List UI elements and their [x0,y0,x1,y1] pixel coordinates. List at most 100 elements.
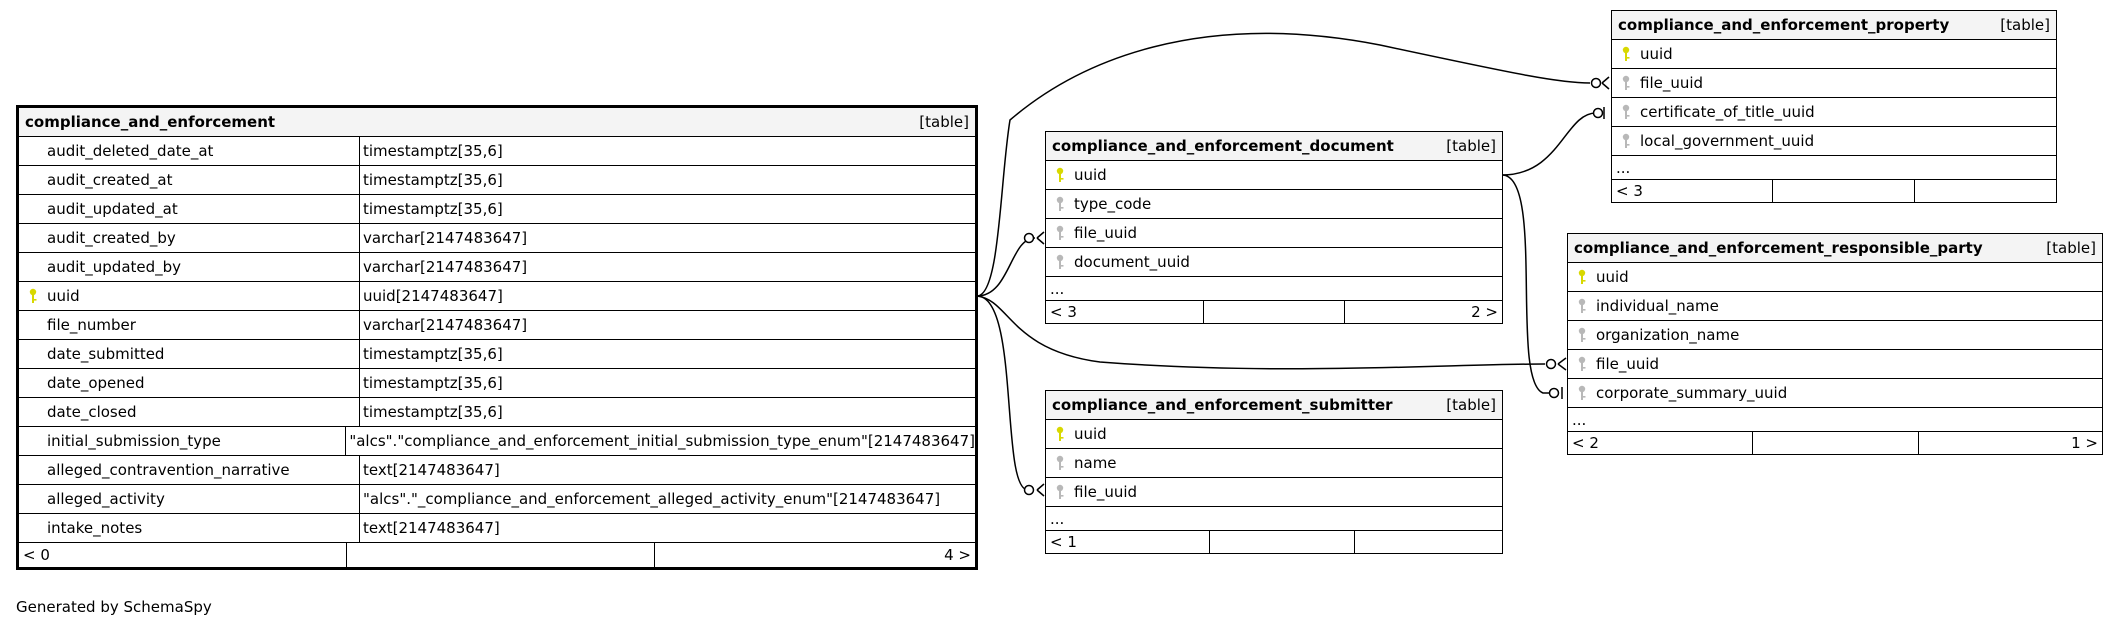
column-name-text: date_closed [47,403,137,421]
table-name: compliance_and_enforcement [25,113,276,131]
column-type: timestamptz[35,6] [359,137,975,165]
column-name-text: uuid [1596,268,1629,286]
table-row[interactable]: alleged_activity "alcs"."_compliance_and_… [19,485,975,514]
column-name-text: date_opened [47,374,145,392]
foreign-key-icon [1056,196,1064,211]
table-compliance-and-enforcement-document[interactable]: compliance_and_enforcement_document [tab… [1045,131,1503,324]
primary-key-icon [1056,167,1064,182]
table-row[interactable]: name [1046,449,1502,478]
footer-parents: < 0 [23,546,50,564]
crow-foot [1601,76,1610,84]
column-name: file_uuid [1568,350,2102,378]
column-name: uuid [19,282,359,310]
column-name-text: corporate_summary_uuid [1596,384,1788,402]
column-name-text: uuid [1074,425,1107,443]
table-row[interactable]: uuid [1612,40,2056,69]
table-row[interactable]: file_uuid [1046,478,1502,507]
table-row[interactable]: individual_name [1568,292,2102,321]
table-row[interactable]: organization_name [1568,321,2102,350]
table-row[interactable]: corporate_summary_uuid [1568,379,2102,408]
footer-middle [1203,301,1344,323]
column-name: certificate_of_title_uuid [1612,98,2056,126]
column-name-text: file_uuid [1596,355,1660,373]
table-row[interactable]: local_government_uuid [1612,127,2056,156]
column-name-text: alleged_activity [47,490,165,508]
column-name: intake_notes [19,514,359,542]
column-name: type_code [1046,190,1502,218]
foreign-key-icon [1056,455,1064,470]
table-header: compliance_and_enforcement_submitter [ta… [1046,391,1502,420]
foreign-key-icon [1578,327,1586,342]
column-type: varchar[2147483647] [359,224,975,252]
foreign-key-icon [1622,104,1630,119]
column-name-text: file_number [47,316,136,334]
table-header: compliance_and_enforcement_document [tab… [1046,132,1502,161]
column-name: uuid [1612,40,2056,68]
table-row[interactable]: uuid [1046,161,1502,190]
table-row[interactable]: file_uuid [1612,69,2056,98]
table-name: compliance_and_enforcement_document [1052,137,1394,155]
optional-circle [1023,232,1035,244]
table-row[interactable]: file_uuid [1046,219,1502,248]
table-name: compliance_and_enforcement_property [1618,16,1950,34]
table-compliance-and-enforcement[interactable]: compliance_and_enforcement [table] audit… [16,105,978,570]
footer-children: 4 > [654,543,975,567]
column-name: alleged_activity [19,485,359,513]
generated-by-label: Generated by SchemaSpy [16,598,212,616]
table-row[interactable]: date_closed timestamptz[35,6] [19,398,975,427]
column-name-text: individual_name [1596,297,1719,315]
column-name: uuid [1568,263,2102,291]
column-name: name [1046,449,1502,477]
optional-circle [1023,484,1035,496]
table-row[interactable]: uuid [1568,263,2102,292]
column-type: "alcs"."_compliance_and_enforcement_alle… [359,485,975,513]
column-name-text: audit_updated_at [47,200,178,218]
table-row[interactable]: initial_submission_type"alcs"."complianc… [19,427,975,456]
table-row[interactable]: file_number varchar[2147483647] [19,311,975,340]
table-compliance-and-enforcement-responsible-party[interactable]: compliance_and_enforcement_responsible_p… [1567,233,2103,455]
foreign-key-icon [1056,484,1064,499]
foreign-key-icon [1578,298,1586,313]
table-row[interactable]: document_uuid [1046,248,1502,277]
crow-foot [1036,237,1045,245]
table-row[interactable]: certificate_of_title_uuid [1612,98,2056,127]
column-name: individual_name [1568,292,2102,320]
optional-circle [1545,358,1557,370]
table-compliance-and-enforcement-submitter[interactable]: compliance_and_enforcement_submitter [ta… [1045,390,1503,554]
relation-line-submitter-file [976,295,1029,491]
column-name-text: uuid [47,287,80,305]
more-columns: ... [1046,277,1502,301]
table-row[interactable]: audit_updated_by varchar[2147483647] [19,253,975,282]
table-row[interactable]: file_uuid [1568,350,2102,379]
column-name: file_uuid [1612,69,2056,97]
table-row[interactable]: uuid [1046,420,1502,449]
footer-children [1354,531,1502,553]
table-kind: [table] [2000,16,2050,34]
column-type: varchar[2147483647] [359,311,975,339]
column-name: file_number [19,311,359,339]
table-row[interactable]: type_code [1046,190,1502,219]
column-name: audit_deleted_date_at [19,137,359,165]
table-compliance-and-enforcement-property[interactable]: compliance_and_enforcement_property [tab… [1611,10,2057,203]
relation-line-document-file [976,237,1036,297]
column-type: timestamptz[35,6] [359,398,975,426]
column-name-text: audit_updated_by [47,258,182,276]
primary-key-icon [29,288,37,303]
footer-middle [1209,531,1354,553]
column-name-text: organization_name [1596,326,1740,344]
optional-circle [1592,107,1604,119]
foreign-key-icon [1622,133,1630,148]
table-kind: [table] [919,113,969,131]
column-type: varchar[2147483647] [359,253,975,281]
footer-children: 2 > [1344,301,1502,323]
column-name-text: uuid [1640,45,1673,63]
